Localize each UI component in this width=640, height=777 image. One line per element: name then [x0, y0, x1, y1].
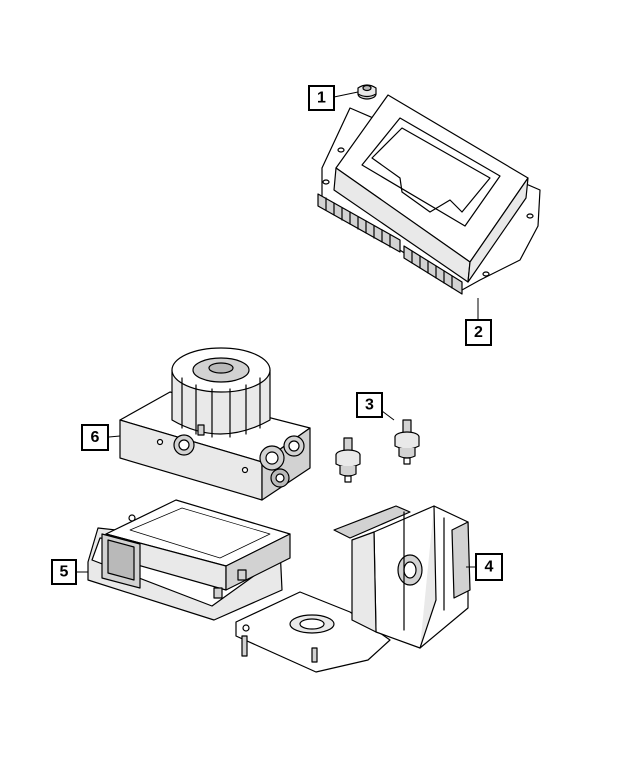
svg-text:1: 1 — [317, 90, 326, 107]
svg-text:2: 2 — [474, 324, 483, 341]
callout-3: 3 — [356, 392, 383, 418]
svg-text:4: 4 — [485, 559, 494, 576]
callout-5: 5 — [51, 559, 77, 585]
callout-1: 1 — [308, 85, 335, 111]
part-6-hydraulic-unit — [119, 347, 311, 501]
part-3-stud-left — [335, 437, 361, 483]
part-3-stud-right — [394, 419, 420, 465]
callout-6: 6 — [81, 424, 109, 451]
part-5-abs-module — [87, 499, 291, 621]
callout-4: 4 — [475, 553, 503, 581]
svg-text:3: 3 — [365, 397, 374, 414]
leader-lines — [76, 91, 479, 573]
svg-text:6: 6 — [91, 429, 100, 446]
part-2-control-module — [317, 94, 541, 295]
svg-text:5: 5 — [60, 564, 69, 581]
part-4-bracket — [235, 505, 471, 673]
callout-2: 2 — [465, 319, 492, 346]
part-1-nut — [357, 84, 377, 100]
